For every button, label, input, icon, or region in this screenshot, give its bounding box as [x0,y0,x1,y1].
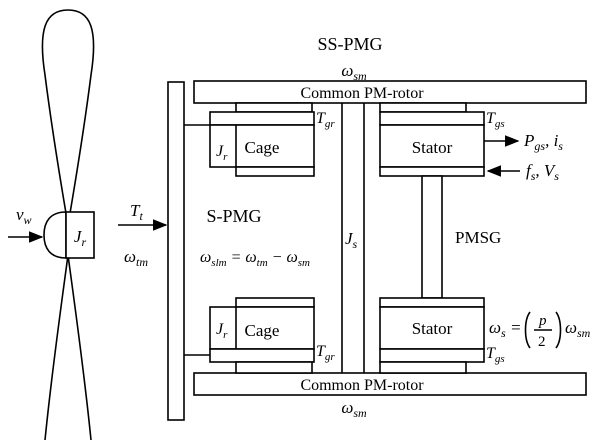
gap-line-top-right [379,111,485,126]
wind-speed-label: vw [16,205,32,227]
common-pm-rotor-top-label: Common PM-rotor [300,85,424,102]
stator-top-label: Stator [412,138,453,157]
stator-bottom-label: Stator [412,319,453,338]
turbine-blade-bottom [44,254,92,440]
rotor-hub [43,211,67,259]
cage-top-label: Cage [245,138,280,157]
slip-speed-equation: ωslm = ωtm − ωsm [200,249,310,269]
common-pm-rotor-bottom-label: Common PM-rotor [300,377,424,394]
svg-text:ωsm: ωsm [565,318,591,340]
input-shaft [167,81,185,421]
pm-strip-bottom-right [379,361,467,374]
cage-top [209,124,315,168]
pmsg-label: PMSG [455,228,501,247]
pm-strip-bottom-left [235,361,313,374]
gap-line-bottom-left [209,348,315,363]
grid-input-label: fs, Vs [526,161,559,183]
rotor-speed-top: ωsm [341,61,367,83]
svg-text:2: 2 [538,334,546,350]
gap-line-top-left [209,111,315,126]
svg-text:p: p [538,313,547,329]
hub-inertia-box [65,211,95,259]
rotor-speed-bottom: ωsm [341,398,367,420]
turbine-torque-label: Tt [130,201,143,223]
gear-torque-top: Tgr [316,110,335,130]
svg-text:ωs =: ωs = [489,318,521,340]
spmg-label: S-PMG [206,206,261,226]
pm-strip-top-left [235,102,313,113]
turbine-speed-label: ωtm [124,247,148,269]
stator-inertia-label: Js [345,229,358,251]
machine-title: SS-PMG [317,34,382,54]
stator-top [379,124,485,168]
gap-line-bottom-right [379,348,485,363]
cage-bottom-base [235,297,315,308]
power-output-label: Pgs, is [523,131,563,153]
stator-bottom-base [379,297,485,308]
cage-top-base [235,166,315,177]
stator-top-base [379,166,485,177]
stator-bottom [379,306,485,350]
cage-bottom-label: Cage [245,321,280,340]
stator-torque-top: Tgs [486,110,505,130]
stator-speed-equation: ωs = p 2 ωsm [489,311,591,350]
pmsg-shaft [421,175,443,299]
pm-strip-top-right [379,102,467,113]
gear-torque-bottom: Tgr [316,343,335,363]
cage-bottom [209,306,315,350]
turbine-blade-top [41,9,95,226]
stator-torque-bottom: Tgs [486,345,505,365]
